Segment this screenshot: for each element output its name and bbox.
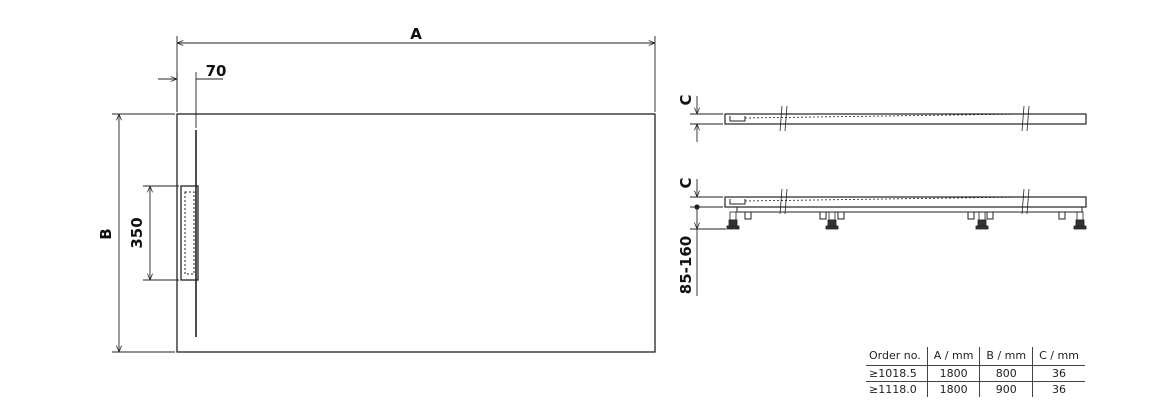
frame-brackets	[744, 211, 1066, 220]
dimension-height	[690, 207, 726, 296]
order-number-cell: ≥1118.0	[866, 381, 928, 397]
drain-profile-top	[729, 116, 746, 122]
a-cell: 1800	[927, 365, 981, 382]
b-cell: 900	[979, 381, 1034, 397]
c-cell: 36	[1032, 365, 1085, 382]
a-cell: 1800	[927, 381, 981, 397]
adjustable-foot-2	[825, 211, 839, 230]
header-a: A / mm	[927, 347, 981, 366]
side-view-bottom	[690, 179, 1087, 296]
dimension-c-top-label: C	[677, 94, 695, 105]
side-view-top	[690, 96, 1087, 142]
order-number-cell: ≥1018.5	[866, 365, 928, 382]
break-marks-bottom	[779, 188, 1030, 215]
dimension-350-label: 350	[128, 217, 146, 248]
drain-grate-outer	[180, 185, 199, 281]
header-c: C / mm	[1032, 347, 1085, 366]
c-cell: 36	[1052, 383, 1067, 396]
dimension-70-label: 70	[206, 62, 227, 80]
dimension-350	[143, 185, 179, 281]
dimension-b-label: B	[97, 228, 115, 239]
support-frame	[736, 206, 1083, 213]
header-order-no: Order no.	[866, 347, 928, 366]
dimension-70	[158, 72, 223, 128]
adjustable-foot-3	[975, 211, 989, 230]
table-header-row: Order no. A / mm B / mm C / mm	[866, 347, 1085, 366]
dimension-c-top	[690, 96, 723, 142]
adjustable-foot-4	[1073, 211, 1087, 230]
dimension-a	[176, 36, 656, 112]
break-marks-top	[779, 105, 1030, 132]
drain-grate-inner	[184, 191, 195, 275]
dimension-height-label: 85-160	[677, 236, 695, 294]
table-row: ≥1118.0 1800 900 36	[866, 381, 1085, 397]
shower-tray-outline	[176, 113, 656, 353]
dimension-c-bottom-label: C	[677, 177, 695, 188]
header-b: B / mm	[979, 347, 1034, 366]
order-table: Order no. A / mm B / mm C / mm ≥1018.5 1…	[866, 347, 1085, 397]
tray-profile-top	[724, 113, 1087, 125]
plan-view	[176, 113, 656, 353]
dimension-a-label: A	[410, 25, 422, 43]
table-row: ≥1018.5 1800 800 36	[866, 365, 1085, 382]
drain-profile-bottom	[729, 199, 746, 205]
dimension-b	[112, 113, 175, 353]
adjustable-foot-1	[726, 211, 740, 230]
b-cell: 800	[979, 365, 1034, 382]
